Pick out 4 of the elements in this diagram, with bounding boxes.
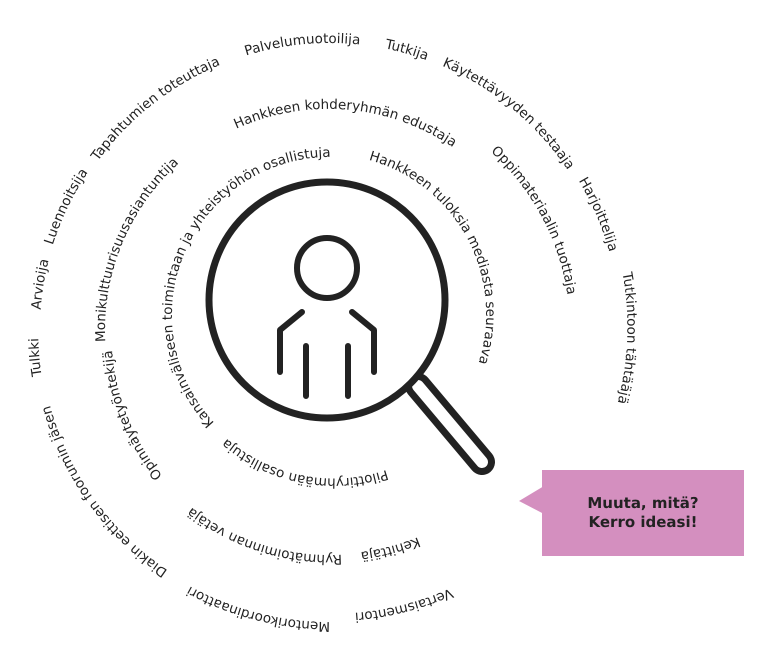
speech-bubble — [542, 470, 744, 556]
role-label: Tutkija — [384, 36, 431, 64]
role-label: Palvelumuotoilija — [242, 30, 362, 60]
bubble-text: Muuta, mitä? Kerro ideasi! — [586, 494, 700, 532]
